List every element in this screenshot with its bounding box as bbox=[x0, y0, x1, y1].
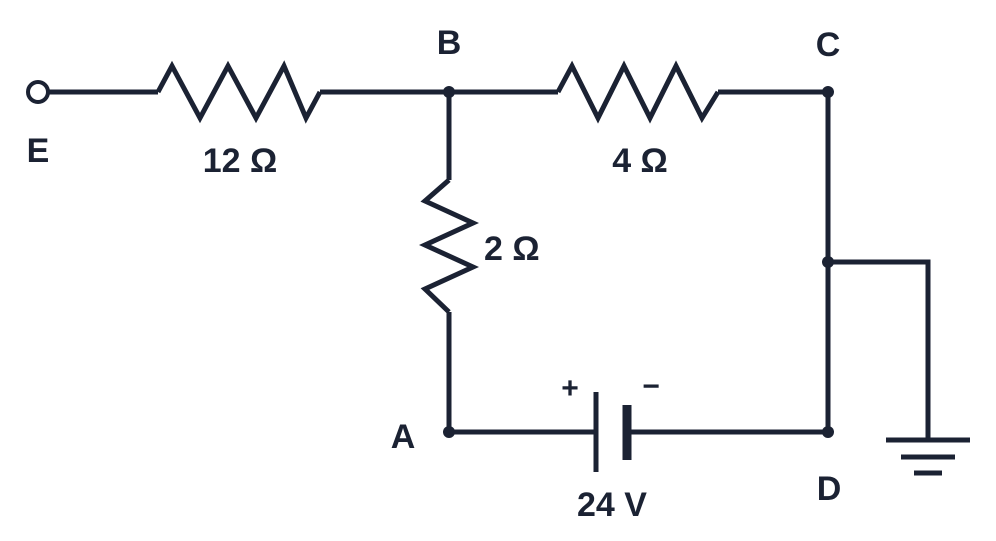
junction-d bbox=[822, 426, 834, 438]
resistor-4-ohm-label: 4 Ω bbox=[612, 142, 668, 180]
open-terminal-icon bbox=[26, 80, 50, 104]
junction-a bbox=[443, 426, 455, 438]
battery-plus-sign: + bbox=[561, 372, 579, 405]
battery bbox=[593, 392, 632, 472]
junction-ground bbox=[822, 256, 834, 268]
node-label-e: E bbox=[27, 132, 50, 170]
node-label-d: D bbox=[817, 470, 842, 508]
node-label-c: C bbox=[816, 26, 841, 64]
resistor-4-ohm bbox=[555, 60, 721, 124]
battery-minus-sign: − bbox=[642, 370, 660, 403]
battery-voltage-label: 24 V bbox=[577, 486, 647, 524]
node-label-a: A bbox=[391, 418, 416, 456]
ground-icon bbox=[886, 437, 970, 476]
resistor-12-ohm bbox=[155, 60, 323, 124]
junction-b bbox=[443, 86, 455, 98]
resistor-2-ohm-label: 2 Ω bbox=[484, 230, 540, 268]
wire-to-ground bbox=[828, 259, 931, 440]
node-label-b: B bbox=[437, 24, 462, 62]
junctions bbox=[443, 86, 834, 438]
resistor-12-ohm-label: 12 Ω bbox=[203, 142, 278, 180]
resistor-2-ohm bbox=[418, 178, 480, 314]
junction-c bbox=[822, 86, 834, 98]
